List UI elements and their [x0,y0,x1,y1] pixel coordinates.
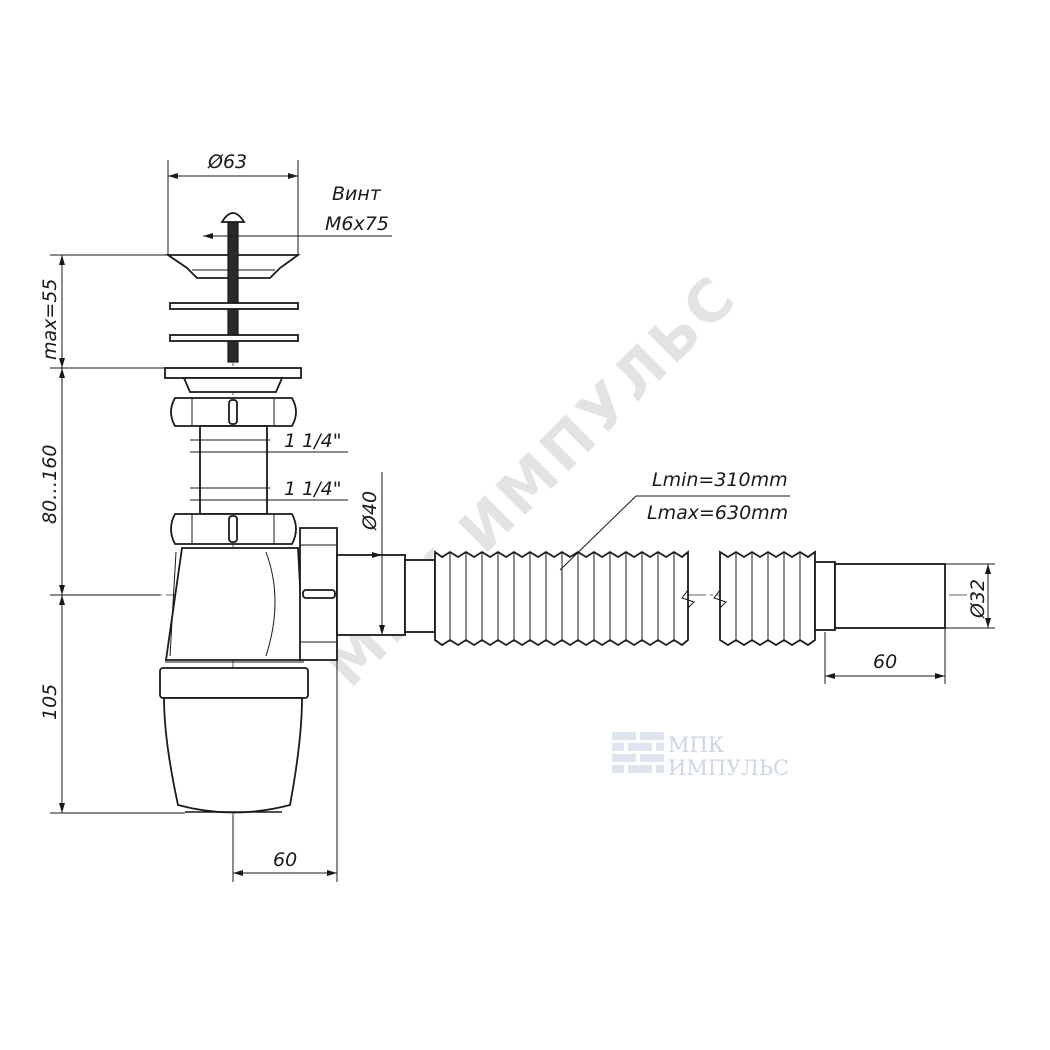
hose-break-left [681,589,695,609]
dim-adjust-height: 80…160 [39,445,61,524]
corrugated-hose [404,550,946,647]
band-ring [159,667,309,699]
siphon-body [159,212,406,814]
outlet-flange [164,367,302,379]
dimensions: Ø63 Винт M6x75 max=55 80…160 105 1 1/4" … [39,151,995,882]
dim-max-height: max=55 [39,279,61,361]
logo-line1: МПК [668,733,724,757]
trap-body [164,547,305,661]
dim-end-diameter: Ø32 [967,579,989,619]
side-outlet-pipe [336,554,406,636]
upper-pipe [199,425,268,515]
hose-left-ribs [449,552,675,640]
dim-screw-label-1: Винт [332,183,382,205]
dim-top-diameter: Ø63 [207,151,247,173]
hose-break-right [713,589,727,609]
washer-top [169,302,299,310]
dim-outlet-diameter: Ø40 [359,491,381,531]
dim-hose-max: Lmax=630mm [647,502,788,524]
dim-bottom-offset: 60 [273,849,297,871]
watermark-logo: МПК ИМПУЛЬС [612,732,789,780]
hose-right-ribs [735,552,801,640]
dim-screw-label-2: M6x75 [325,213,389,235]
dim-hose-min: Lmin=310mm [652,469,788,491]
bottom-cup [163,697,303,814]
logo-line2: ИМПУЛЬС [668,756,789,780]
side-outlet-nut [299,527,338,661]
brick-logo-icon [612,732,664,773]
hose-adapter [404,559,436,633]
washer-bottom [169,334,299,342]
dim-thread-upper: 1 1/4" [284,430,341,452]
dim-thread-lower: 1 1/4" [284,478,341,500]
hose-collar [814,561,836,631]
upper-nut [170,397,297,427]
dim-end-length: 60 [873,651,897,673]
hose-end-pipe [834,563,946,629]
dim-bottom-height: 105 [39,684,61,720]
lower-nut [170,513,297,545]
